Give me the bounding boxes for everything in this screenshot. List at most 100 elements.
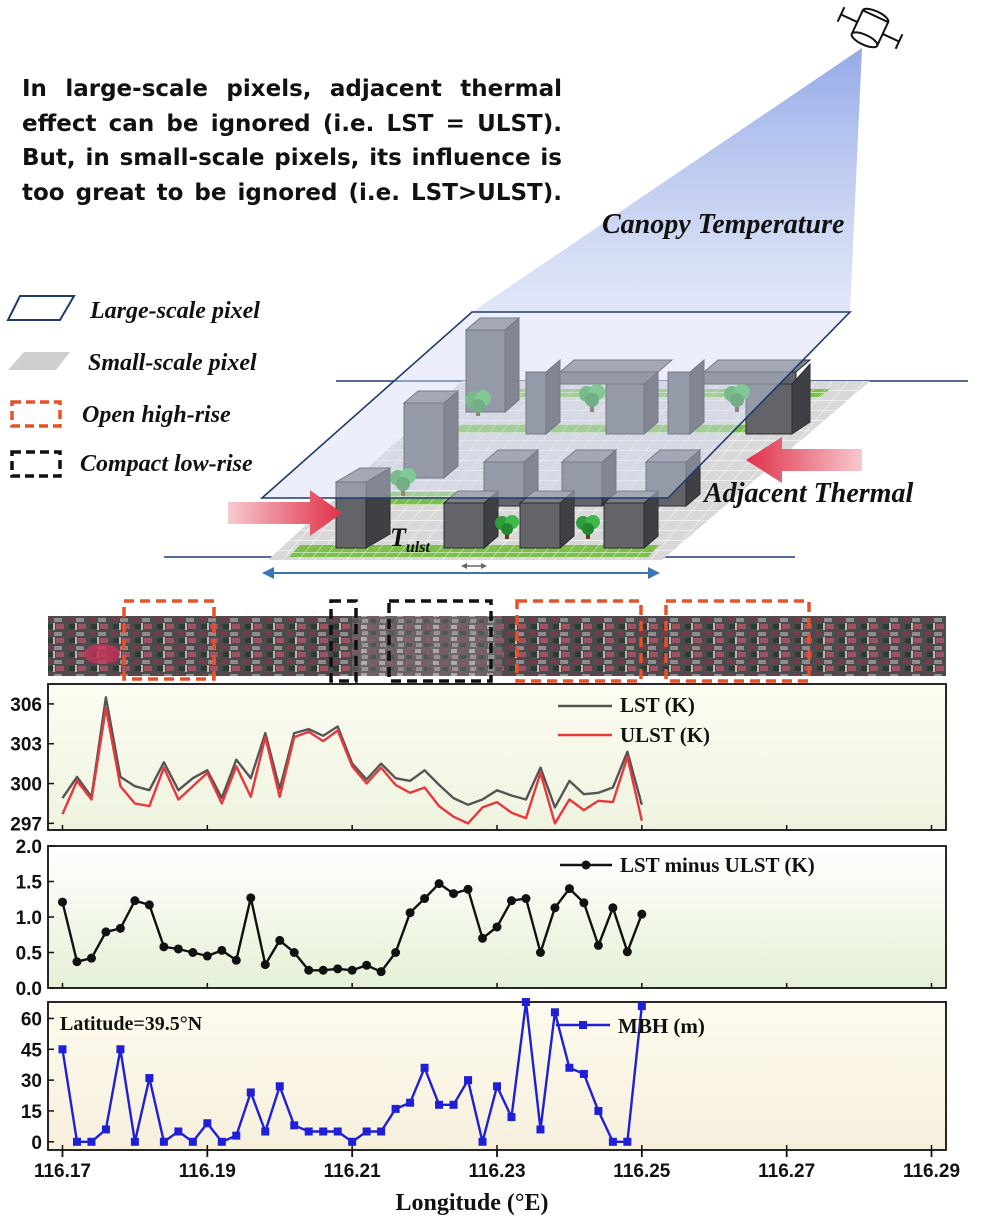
sensor-beam: [472, 48, 862, 312]
latitude-annotation: Latitude=39.5°N: [60, 1013, 203, 1035]
intro-text: In large-scale pixels, adjacent thermal …: [22, 72, 562, 210]
y-tick-label: 1.0: [16, 908, 42, 929]
data-point: [87, 1137, 96, 1146]
intro-line: effect can be ignored (i.e. LST = ULST).: [22, 110, 562, 137]
data-point: [579, 898, 589, 908]
x-tick-label: 116.23: [468, 1161, 525, 1182]
data-point: [449, 889, 459, 899]
satellite-icon: [836, 6, 904, 50]
data-point: [188, 1137, 197, 1146]
data-point: [275, 935, 285, 945]
legend-swatch-small-pixel: [8, 352, 70, 370]
y-tick-label: 1.5: [16, 873, 43, 894]
data-point: [188, 948, 198, 957]
data-point: [623, 1137, 632, 1146]
adjacent-thermal-arrow-right: [746, 437, 862, 483]
data-point: [217, 945, 227, 955]
data-point: [304, 1127, 313, 1136]
data-point: [203, 1119, 212, 1128]
x-tick-label: 116.21: [324, 1161, 381, 1182]
data-point: [434, 879, 444, 889]
data-point: [506, 896, 516, 906]
t-ulst-sub: ulst: [406, 539, 431, 556]
adjacent-thermal-label: Adjacent Thermal: [702, 478, 913, 509]
data-point: [493, 1082, 501, 1091]
legend-marker-diff: [581, 860, 591, 870]
canopy-temperature-label: Canopy Temperature: [602, 209, 844, 240]
data-point: [304, 965, 314, 975]
data-point: [232, 1131, 241, 1140]
data-point: [289, 948, 299, 957]
data-point: [637, 909, 647, 919]
legend: Large-scale pixel Small-scale pixel Open…: [6, 295, 260, 478]
legend-label-ulst: ULST (K): [620, 723, 710, 747]
legend-label: Small-scale pixel: [88, 350, 257, 376]
y-tick-label: 0: [31, 1133, 42, 1154]
data-point: [593, 940, 603, 950]
y-tick-label: 60: [21, 1009, 42, 1030]
data-point: [391, 1104, 400, 1113]
data-point: [275, 1082, 284, 1091]
x-tick-label: 116.17: [34, 1161, 91, 1182]
data-point: [101, 1125, 110, 1134]
data-point: [637, 1002, 646, 1011]
data-point: [72, 957, 82, 967]
data-point: [507, 1113, 516, 1122]
data-point: [579, 1069, 588, 1078]
data-point: [202, 951, 212, 961]
data-point: [464, 1076, 473, 1085]
data-point: [57, 897, 67, 907]
tree-icon-group: [390, 384, 750, 539]
panel-frame: [47, 845, 947, 989]
t-ulst-label: Tulst: [390, 523, 430, 556]
data-point: [159, 942, 169, 952]
t-ulst-main: T: [390, 523, 407, 552]
y-tick-label: 15: [21, 1102, 43, 1123]
y-tick-label: 0.5: [16, 944, 43, 965]
data-point: [405, 908, 415, 918]
intro-line: In large-scale pixels, adjacent thermal: [22, 76, 562, 102]
legend-label-lst: LST (K): [620, 693, 695, 717]
data-point: [478, 933, 488, 943]
grass-strip: [288, 545, 660, 557]
data-point: [144, 900, 154, 910]
intro-line: too great to be ignored (i.e. LST>ULST).: [22, 179, 562, 206]
data-point: [101, 927, 111, 937]
data-point: [72, 1137, 81, 1146]
x-tick-label: 116.25: [613, 1161, 670, 1182]
data-point: [115, 923, 125, 933]
legend-label: Compact low-rise: [80, 451, 253, 477]
x-tick-label: 116.29: [903, 1161, 960, 1182]
data-point: [130, 1137, 139, 1146]
y-tick-label: 300: [10, 775, 42, 796]
legend-swatch-open-high-rise: [10, 400, 62, 428]
data-point: [377, 1127, 386, 1136]
data-point: [564, 884, 574, 894]
data-point: [347, 965, 357, 975]
data-point: [536, 1125, 545, 1134]
legend-swatch-large-pixel: [6, 295, 76, 321]
x-tick-label: 116.27: [758, 1161, 815, 1182]
data-point: [492, 922, 502, 932]
x-axis-title: Longitude (°E): [396, 1190, 549, 1216]
data-point: [173, 944, 183, 954]
data-point: [478, 1137, 487, 1146]
intro-line: But, in small-scale pixels, its influenc…: [22, 145, 562, 171]
chart-panel-difference: 2.01.51.00.50.0 LST minus ULST (K): [16, 837, 947, 1000]
data-point: [521, 998, 530, 1006]
y-tick-label: 2.0: [16, 837, 42, 858]
satellite-image-strip: [48, 599, 946, 683]
data-point: [376, 967, 386, 977]
data-point: [362, 960, 372, 970]
data-point: [86, 953, 96, 963]
data-point: [231, 955, 241, 965]
compact-low-rise-box: [387, 599, 493, 683]
legend-label-mbh-unit: (m): [673, 1014, 704, 1038]
y-tick-label: 45: [21, 1040, 43, 1061]
data-point: [594, 1106, 603, 1115]
legend-label-mbh-name: MBH: [618, 1014, 668, 1038]
data-point: [391, 948, 401, 957]
data-point: [246, 1088, 255, 1097]
data-point: [449, 1100, 458, 1109]
